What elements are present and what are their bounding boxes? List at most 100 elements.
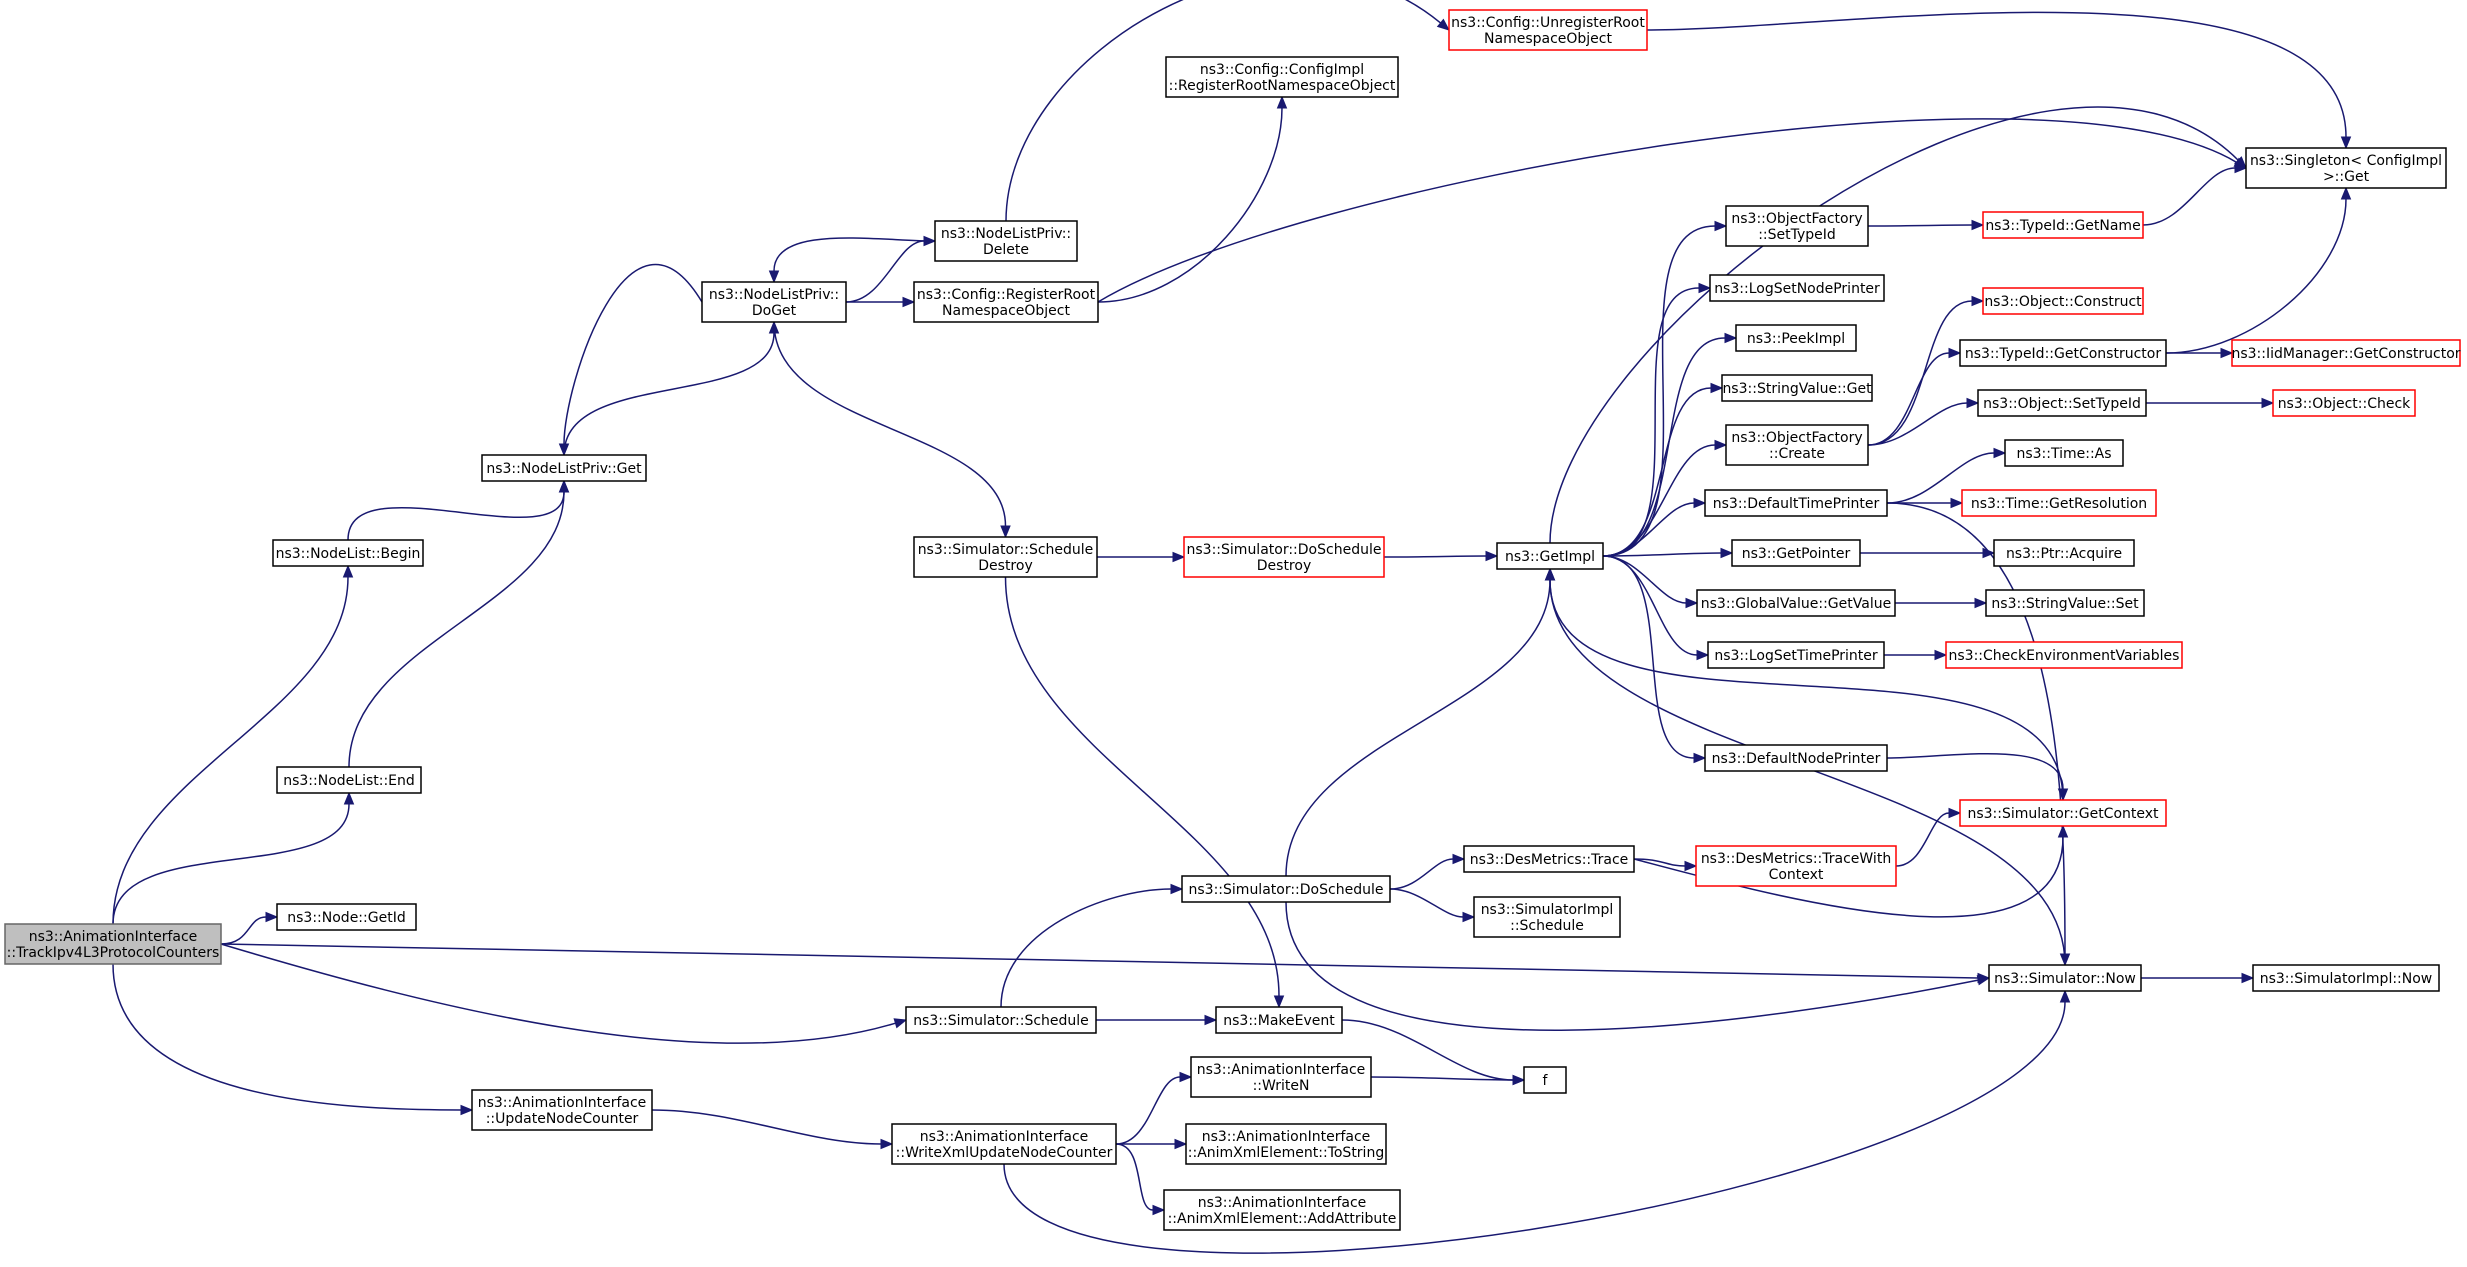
node-box	[1163, 1189, 1401, 1231]
arrowhead-sim_dosched-to-desmetrics_trace	[1452, 853, 1466, 865]
arrowhead-desmetrics_trace-to-desmetrics_tracewith	[1684, 860, 1698, 872]
arrowhead-getimpl-to-of_create	[1714, 439, 1728, 451]
node-typeid-getname[interactable]: ns3::TypeId::GetName	[1982, 211, 2144, 239]
node-track[interactable]: ns3::AnimationInterface::TrackIpv4L3Prot…	[4, 923, 222, 965]
arrowhead-track-to-sim_schedule	[893, 1018, 908, 1029]
node-label: ::RegisterRootNamespaceObject	[1169, 78, 1396, 94]
node-box	[1735, 324, 1857, 352]
node-label: ns3::NodeListPriv::	[709, 287, 839, 303]
node-of-create[interactable]: ns3::ObjectFactory::Create	[1725, 424, 1869, 466]
node-makeevent[interactable]: ns3::MakeEvent	[1215, 1006, 1343, 1034]
node-label: Delete	[983, 242, 1029, 258]
node-nlp-get[interactable]: ns3::NodeListPriv::Get	[481, 454, 647, 482]
node-getpointer[interactable]: ns3::GetPointer	[1731, 539, 1861, 567]
node-ai-addattr[interactable]: ns3::AnimationInterface::AnimXmlElement:…	[1163, 1189, 1401, 1231]
edge-nlp_delete-to-nlp_doget	[773, 237, 936, 272]
arrowhead-getimpl-to-logsettimeprinter	[1696, 649, 1710, 661]
node-box	[1988, 964, 2142, 992]
node-box	[1725, 205, 1869, 247]
node-time-as[interactable]: ns3::Time::As	[2004, 439, 2124, 467]
node-simimpl-now[interactable]: ns3::SimulatorImpl::Now	[2252, 964, 2440, 992]
node-obj-construct[interactable]: ns3::Object::Construct	[1982, 287, 2144, 315]
node-label: ns3::DefaultNodePrinter	[1712, 751, 1881, 767]
node-label: f	[1543, 1073, 1549, 1089]
node-nl-begin[interactable]: ns3::NodeList::Begin	[272, 539, 424, 567]
node-box	[1181, 875, 1391, 903]
node-nlp-delete[interactable]: ns3::NodeListPriv::Delete	[934, 220, 1078, 262]
arrowhead-getimpl-to-gv_getvalue	[1685, 597, 1699, 609]
node-getimpl[interactable]: ns3::GetImpl	[1496, 542, 1604, 570]
node-box	[913, 536, 1098, 578]
node-singleton[interactable]: ns3::Singleton< ConfigImpl >::Get	[2245, 147, 2447, 189]
node-stringvalue-get[interactable]: ns3::StringValue::Get	[1721, 374, 1873, 402]
arrowhead-of_create-to-obj_settypeid	[1966, 397, 1980, 409]
node-box	[1725, 424, 1869, 466]
node-time-getres[interactable]: ns3::Time::GetResolution	[1961, 489, 2157, 517]
node-node-getid[interactable]: ns3::Node::GetId	[276, 903, 417, 931]
node-box	[1523, 1066, 1567, 1094]
node-ai-writen[interactable]: ns3::AnimationInterface::WriteN	[1190, 1056, 1372, 1098]
arrowhead-track-to-node_getid	[265, 911, 279, 923]
node-label: Destroy	[1257, 558, 1311, 574]
node-nlp-doget[interactable]: ns3::NodeListPriv::DoGet	[701, 281, 847, 323]
nodes-layer: ns3::AnimationInterface::TrackIpv4L3Prot…	[4, 9, 2461, 1231]
node-label: ns3::Simulator::Schedule	[913, 1013, 1089, 1029]
node-sim-now[interactable]: ns3::Simulator::Now	[1988, 964, 2142, 992]
node-box	[1463, 845, 1635, 873]
node-box	[934, 220, 1078, 262]
edge-getimpl-to-singleton	[1549, 106, 2239, 544]
node-sim-dosched[interactable]: ns3::Simulator::DoSchedule	[1181, 875, 1391, 903]
node-typeid-getctor[interactable]: ns3::TypeId::GetConstructor	[1959, 339, 2167, 367]
edge-getimpl-to-gv_getvalue	[1602, 555, 1687, 604]
node-sim-getcontext[interactable]: ns3::Simulator::GetContext	[1959, 799, 2167, 827]
node-f[interactable]: f	[1523, 1066, 1567, 1094]
node-ai-tostring[interactable]: ns3::AnimationInterface::AnimXmlElement:…	[1185, 1123, 1387, 1165]
node-box	[1731, 539, 1861, 567]
node-logsettimeprinter[interactable]: ns3::LogSetTimePrinter	[1707, 641, 1885, 669]
edge-typeid_getname-to-singleton	[2142, 167, 2236, 226]
node-ai-writexml[interactable]: ns3::AnimationInterface::WriteXmlUpdateN…	[891, 1123, 1117, 1165]
node-box	[4, 923, 222, 965]
node-sim-schedule[interactable]: ns3::Simulator::Schedule	[905, 1006, 1097, 1034]
node-simimpl-schedule[interactable]: ns3::SimulatorImpl::Schedule	[1473, 896, 1621, 938]
arrowhead-ai_writexml-to-ai_addattr	[1152, 1204, 1166, 1216]
node-cfgimpl-reg[interactable]: ns3::Config::ConfigImpl::RegisterRootNam…	[1165, 56, 1399, 98]
node-label: ns3::Object::SetTypeId	[1983, 396, 2141, 412]
node-ai-updatenc[interactable]: ns3::AnimationInterface::UpdateNodeCount…	[471, 1089, 653, 1131]
node-label: ns3::MakeEvent	[1223, 1013, 1335, 1029]
node-peekimpl[interactable]: ns3::PeekImpl	[1735, 324, 1857, 352]
node-cfg-unreg[interactable]: ns3::Config::UnregisterRootNamespaceObje…	[1448, 9, 1648, 51]
node-nl-end[interactable]: ns3::NodeList::End	[276, 766, 422, 794]
node-cfg-reg[interactable]: ns3::Config::RegisterRootNamespaceObject	[913, 281, 1099, 323]
node-defaulttimeprinter[interactable]: ns3::DefaultTimePrinter	[1704, 489, 1888, 517]
node-defaultnodeprinter[interactable]: ns3::DefaultNodePrinter	[1704, 744, 1888, 772]
node-box	[1215, 1006, 1343, 1034]
node-ptr-acquire[interactable]: ns3::Ptr::Acquire	[1993, 539, 2135, 567]
arrowhead-getimpl-to-getpointer	[1720, 547, 1734, 559]
node-gv-getvalue[interactable]: ns3::GlobalValue::GetValue	[1696, 589, 1896, 617]
node-logsetnodeprinter[interactable]: ns3::LogSetNodePrinter	[1709, 274, 1885, 302]
node-box	[1185, 1123, 1387, 1165]
edge-sim_schdestroy-to-makeevent	[1004, 576, 1280, 997]
node-label: ns3::Config::RegisterRoot	[917, 287, 1096, 303]
node-of-settypeid[interactable]: ns3::ObjectFactory::SetTypeId	[1725, 205, 1869, 247]
node-obj-settypeid[interactable]: ns3::Object::SetTypeId	[1977, 389, 2147, 417]
node-label: ns3::DesMetrics::TraceWith	[1701, 851, 1891, 867]
node-label: >::Get	[2323, 169, 2370, 185]
arrowhead-sim_schedule-to-sim_dosched	[1170, 883, 1184, 895]
node-iid-getctor[interactable]: ns3::IidManager::GetConstructor	[2231, 339, 2461, 367]
node-box	[1993, 539, 2135, 567]
node-box	[1961, 489, 2157, 517]
edge-of_create-to-obj_construct	[1867, 300, 1973, 446]
node-desmetrics-trace[interactable]: ns3::DesMetrics::Trace	[1463, 845, 1635, 873]
node-checkenv[interactable]: ns3::CheckEnvironmentVariables	[1945, 641, 2183, 669]
node-label: ns3::NodeListPriv::	[941, 226, 1071, 242]
node-obj-check[interactable]: ns3::Object::Check	[2272, 389, 2416, 417]
edge-sim_doschdestroy-to-getimpl	[1383, 555, 1487, 558]
arrowhead-logsettimeprinter-to-checkenv	[1934, 649, 1948, 661]
node-label: ns3::TypeId::GetConstructor	[1965, 346, 2161, 362]
node-sv-set[interactable]: ns3::StringValue::Set	[1985, 589, 2145, 617]
